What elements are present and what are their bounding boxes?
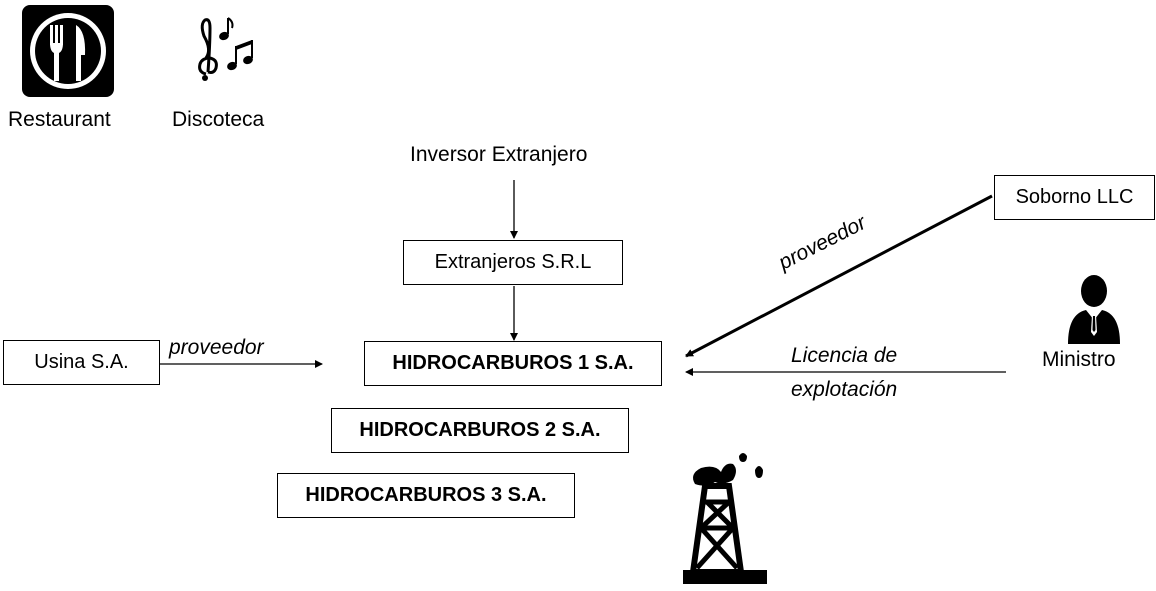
edge-soborno-to-hidro1 (685, 194, 993, 358)
hidrocarburos-2-node: HIDROCARBUROS 2 S.A. (331, 408, 629, 453)
hidrocarburos-2-label: HIDROCARBUROS 2 S.A. (359, 419, 601, 441)
hidrocarburos-3-label: HIDROCARBUROS 3 S.A. (305, 484, 547, 506)
inversor-extranjero-label: Inversor Extranjero (410, 143, 588, 166)
extranjeros-srl-node: Extranjeros S.R.L (403, 240, 623, 285)
ministro-label: Ministro (1042, 348, 1116, 371)
oil-derrick-icon (675, 450, 775, 586)
restaurant-label: Restaurant (8, 108, 111, 131)
music-notes-icon (188, 14, 258, 84)
soborno-llc-label: Soborno LLC (1015, 186, 1134, 208)
usina-node: Usina S.A. (3, 340, 160, 385)
licencia-label-line1: Licencia de (791, 344, 898, 367)
extranjeros-srl-label: Extranjeros S.R.L (434, 251, 592, 273)
usina-edge-label: proveedor (169, 336, 264, 359)
restaurant-icon (22, 5, 114, 97)
usina-label: Usina S.A. (34, 351, 129, 373)
soborno-llc-node: Soborno LLC (994, 175, 1155, 220)
hidrocarburos-1-node: HIDROCARBUROS 1 S.A. (364, 341, 662, 386)
discoteca-label: Discoteca (172, 108, 265, 131)
licencia-label-line2: explotación (791, 378, 898, 401)
businessman-icon (1064, 272, 1124, 344)
hidrocarburos-3-node: HIDROCARBUROS 3 S.A. (277, 473, 575, 518)
hidrocarburos-1-label: HIDROCARBUROS 1 S.A. (392, 352, 634, 374)
